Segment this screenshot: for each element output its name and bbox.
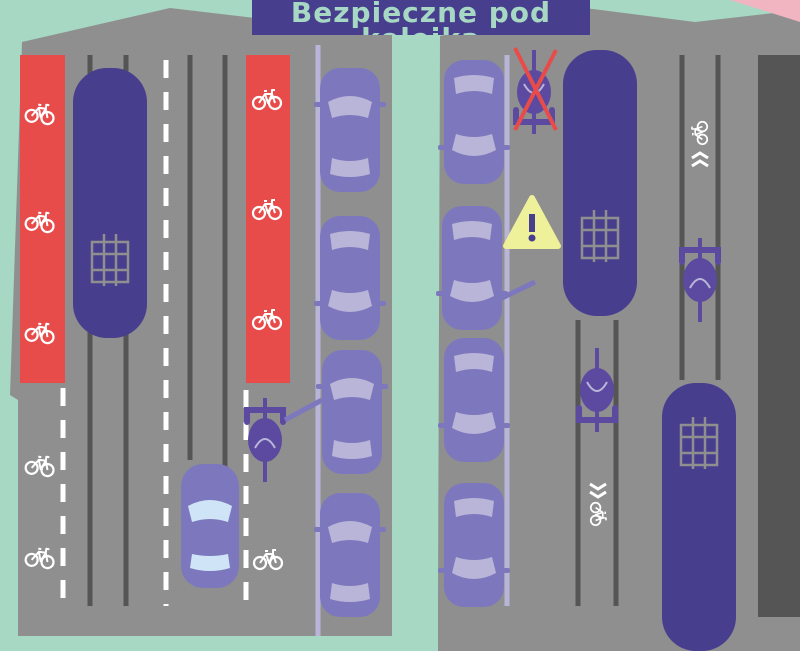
car [438,338,510,462]
car [314,216,386,340]
car [314,493,386,617]
forbidden-cyclist [515,48,556,134]
page-title: Bezpieczne pod kolejką [252,0,590,35]
car-blue [181,464,239,588]
car [438,483,510,607]
car [316,350,388,474]
car [436,206,508,330]
tram-left [73,68,147,338]
tram-right-top [563,50,637,316]
car [438,60,510,184]
car [314,68,386,192]
tram-right-bottom [662,383,736,651]
sidewalk-strip [758,55,800,617]
